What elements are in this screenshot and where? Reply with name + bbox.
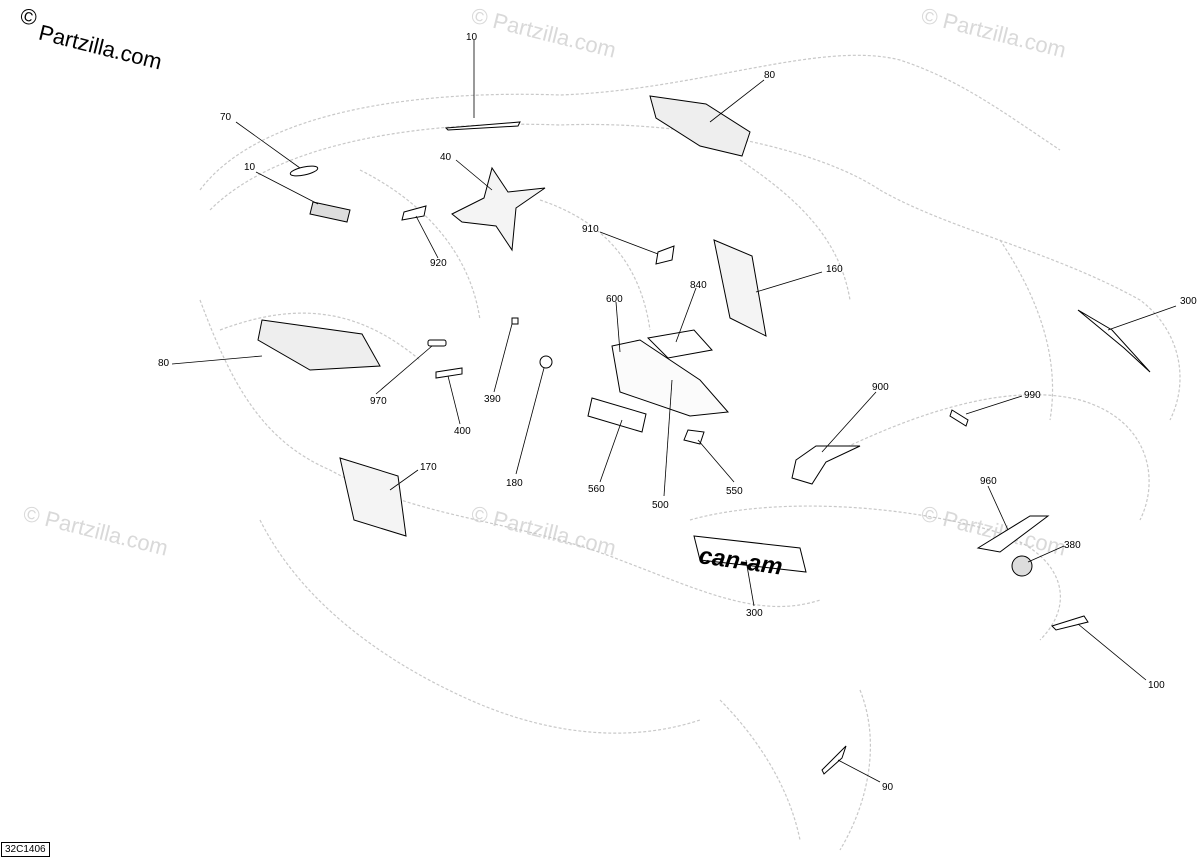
callout-960: 960 [980, 476, 997, 487]
decal-90 [821, 745, 847, 775]
callout-100: 100 [1148, 680, 1165, 691]
decal-300-side [1077, 309, 1151, 373]
callout-90: 90 [882, 782, 894, 793]
decal-80-lower [257, 319, 381, 371]
decal-960 [976, 515, 1050, 553]
callout-400: 400 [454, 426, 471, 437]
callout-600: 600 [606, 294, 623, 305]
decal-380 [1011, 555, 1033, 577]
decal-840 [646, 329, 713, 359]
decal-180 [539, 355, 553, 369]
decal-390 [511, 317, 519, 325]
callout-900: 900 [872, 382, 889, 393]
decal-970 [427, 339, 447, 347]
brand-site-name: Partzilla.com [36, 20, 164, 75]
watermark: © Partzilla.com [919, 3, 1069, 63]
watermarks: © Partzilla.com © Partzilla.com © Partzi… [21, 3, 1069, 561]
decal-920 [401, 205, 427, 221]
callout-70: 70 [220, 112, 232, 123]
decal-300-canam [693, 535, 807, 573]
copyright-symbol: © [18, 3, 40, 31]
decal-400 [435, 367, 463, 379]
brand-header: © Partzilla.com [18, 3, 165, 75]
callout-170: 170 [420, 462, 437, 473]
callout-160: 160 [826, 264, 843, 275]
callout-920: 920 [430, 258, 447, 269]
decal-560 [587, 397, 647, 433]
callout-180: 180 [506, 478, 523, 489]
callout-380: 380 [1064, 540, 1081, 551]
callout-560: 560 [588, 484, 605, 495]
decal-parts [257, 95, 1151, 775]
decal-100 [1051, 615, 1089, 631]
callout-910: 910 [582, 224, 599, 235]
decal-40-x-logo [451, 166, 546, 252]
decal-160-panel [713, 239, 767, 337]
decal-70 [289, 165, 319, 177]
decal-550 [683, 429, 705, 445]
diagram-code: 32C1406 [1, 842, 50, 857]
callout-10: 10 [244, 162, 256, 173]
callout-80: 80 [764, 70, 776, 81]
leader-lines [171, 40, 1177, 783]
callout-10: 10 [466, 32, 478, 43]
callout-390: 390 [484, 394, 501, 405]
decal-910 [655, 245, 675, 265]
decal-170-panel [339, 457, 407, 537]
decal-500-panel [611, 339, 730, 417]
vehicle-body-outline [199, 54, 1181, 851]
callout-970: 970 [370, 396, 387, 407]
callout-550: 550 [726, 486, 743, 497]
callout-300: 300 [1180, 296, 1197, 307]
decal-80-upper [649, 95, 751, 157]
watermark: © Partzilla.com [21, 501, 171, 561]
decal-990 [949, 409, 969, 427]
callout-990: 990 [1024, 390, 1041, 401]
callout-80: 80 [158, 358, 170, 369]
callout-40: 40 [440, 152, 452, 163]
watermark: © Partzilla.com [469, 501, 619, 561]
callout-840: 840 [690, 280, 707, 291]
decal-10-strip [444, 121, 521, 131]
callout-300: 300 [746, 608, 763, 619]
watermark: © Partzilla.com [469, 3, 619, 63]
decal-900 [791, 445, 861, 485]
decal-10-logo [309, 201, 351, 223]
callout-labels: 10 70 10 40 80 910 920 160 600 840 300 8… [158, 32, 1197, 793]
callout-500: 500 [652, 500, 669, 511]
